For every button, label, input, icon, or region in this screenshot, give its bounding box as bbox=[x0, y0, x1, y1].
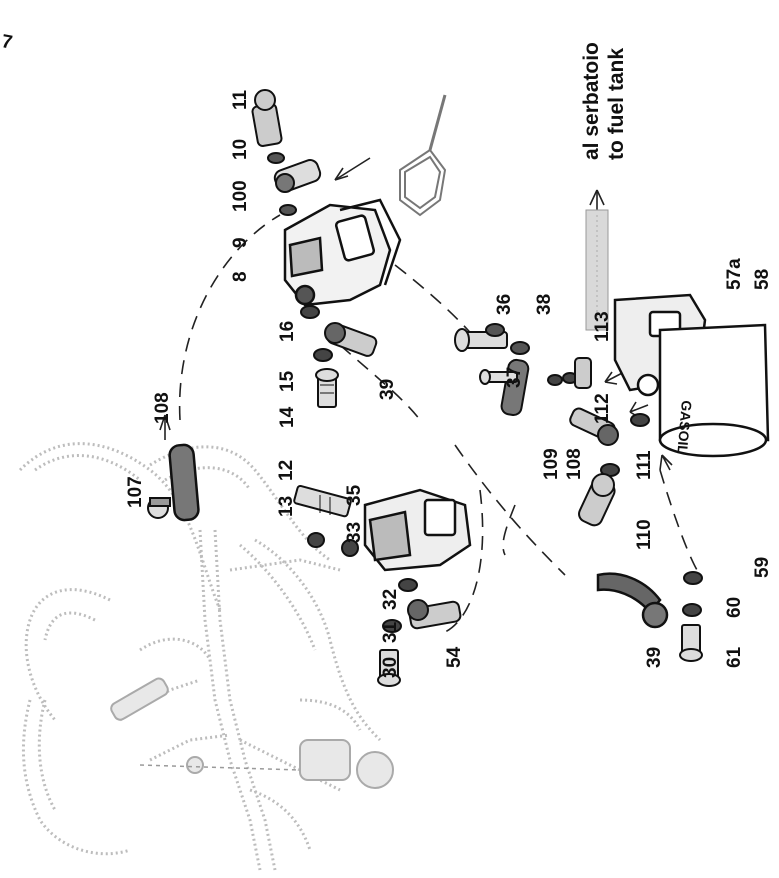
gasket bbox=[399, 94, 447, 217]
part-label-31: 31 bbox=[380, 621, 401, 643]
part-label-108-banjo: 108 bbox=[564, 448, 585, 480]
part-label-54: 54 bbox=[444, 646, 465, 668]
bolt-61 bbox=[679, 624, 703, 662]
hose-39-lower bbox=[596, 572, 669, 629]
part-label-12: 12 bbox=[276, 460, 297, 481]
hose-108 bbox=[168, 443, 200, 522]
part-label-36: 36 bbox=[494, 294, 515, 315]
part-label-113: 113 bbox=[592, 311, 613, 342]
part-label-30: 30 bbox=[380, 657, 401, 678]
part-label-15: 15 bbox=[277, 370, 298, 392]
washer-12 bbox=[307, 532, 325, 548]
banjo-54 bbox=[407, 599, 462, 630]
washers-111 bbox=[600, 413, 650, 477]
page-mark: 7 bbox=[0, 31, 14, 54]
bolt-109 bbox=[479, 369, 518, 385]
part-label-39-lower: 39 bbox=[644, 647, 665, 668]
part-label-32: 32 bbox=[380, 589, 401, 610]
washer-35 bbox=[341, 539, 359, 557]
washer-59 bbox=[683, 571, 703, 585]
note-line-italian: al serbatoio bbox=[580, 42, 603, 160]
part-label-38: 38 bbox=[534, 294, 555, 315]
part-label-100: 100 bbox=[230, 180, 251, 212]
part-label-13: 13 bbox=[276, 496, 297, 517]
note-line-english: to fuel tank bbox=[605, 48, 628, 160]
fuel-flow-lines bbox=[178, 214, 701, 633]
part-label-111: 111 bbox=[634, 450, 655, 480]
washer-31 bbox=[382, 619, 402, 633]
filter-label: GASOIL bbox=[674, 400, 695, 455]
washer-60 bbox=[682, 603, 702, 617]
part-label-57a: 57a bbox=[724, 258, 745, 290]
part-label-61: 61 bbox=[724, 646, 745, 668]
part-label-108-hose: 108 bbox=[152, 392, 173, 424]
part-label-11: 11 bbox=[230, 89, 251, 110]
part-label-16: 16 bbox=[277, 321, 298, 342]
banjo-108-lower bbox=[569, 407, 619, 446]
banjo-fitting-100 bbox=[273, 159, 322, 193]
fuel-pump bbox=[283, 198, 402, 307]
part-label-35: 35 bbox=[344, 484, 365, 506]
hollow-screw-110 bbox=[578, 473, 616, 527]
bracket-33 bbox=[363, 488, 472, 572]
part-label-9: 9 bbox=[230, 237, 251, 248]
part-label-110: 110 bbox=[634, 519, 655, 550]
part-label-10: 10 bbox=[230, 139, 251, 160]
part-label-112: 112 bbox=[592, 393, 613, 424]
part-label-58: 58 bbox=[752, 269, 773, 290]
part-label-37: 37 bbox=[504, 367, 525, 388]
banjo-39-upper bbox=[324, 322, 378, 357]
fuel-line-to-tank bbox=[585, 209, 609, 331]
part-label-107: 107 bbox=[125, 476, 146, 508]
washer-16 bbox=[300, 305, 320, 319]
part-label-14: 14 bbox=[277, 406, 298, 428]
filter-cartridge-58 bbox=[658, 323, 770, 458]
washer-32 bbox=[398, 578, 418, 592]
part-label-60: 60 bbox=[724, 597, 745, 618]
washer-112 bbox=[547, 372, 578, 386]
washer-15 bbox=[313, 348, 333, 362]
clip-107 bbox=[147, 497, 171, 519]
fuel-tank-note: al serbatoio to fuel tank bbox=[580, 42, 628, 160]
dashed-connection-harness bbox=[139, 764, 301, 771]
part-label-59: 59 bbox=[752, 557, 773, 578]
bolt-30 bbox=[377, 649, 401, 687]
hollow-screw-11 bbox=[251, 89, 283, 147]
part-label-8: 8 bbox=[230, 271, 251, 282]
fitting-113 bbox=[574, 357, 592, 389]
bolt-13 bbox=[293, 484, 352, 518]
part-label-39-upper: 39 bbox=[377, 379, 398, 400]
washers-top bbox=[267, 152, 297, 216]
part-label-33: 33 bbox=[344, 522, 365, 543]
part-label-109: 109 bbox=[541, 448, 562, 480]
part-number-labels: 11 10 100 9 8 16 15 14 39 108 107 12 13 … bbox=[125, 89, 773, 678]
injector-fitting bbox=[110, 677, 394, 789]
bolt-14 bbox=[315, 368, 339, 408]
engine-hose-harness bbox=[18, 442, 382, 871]
